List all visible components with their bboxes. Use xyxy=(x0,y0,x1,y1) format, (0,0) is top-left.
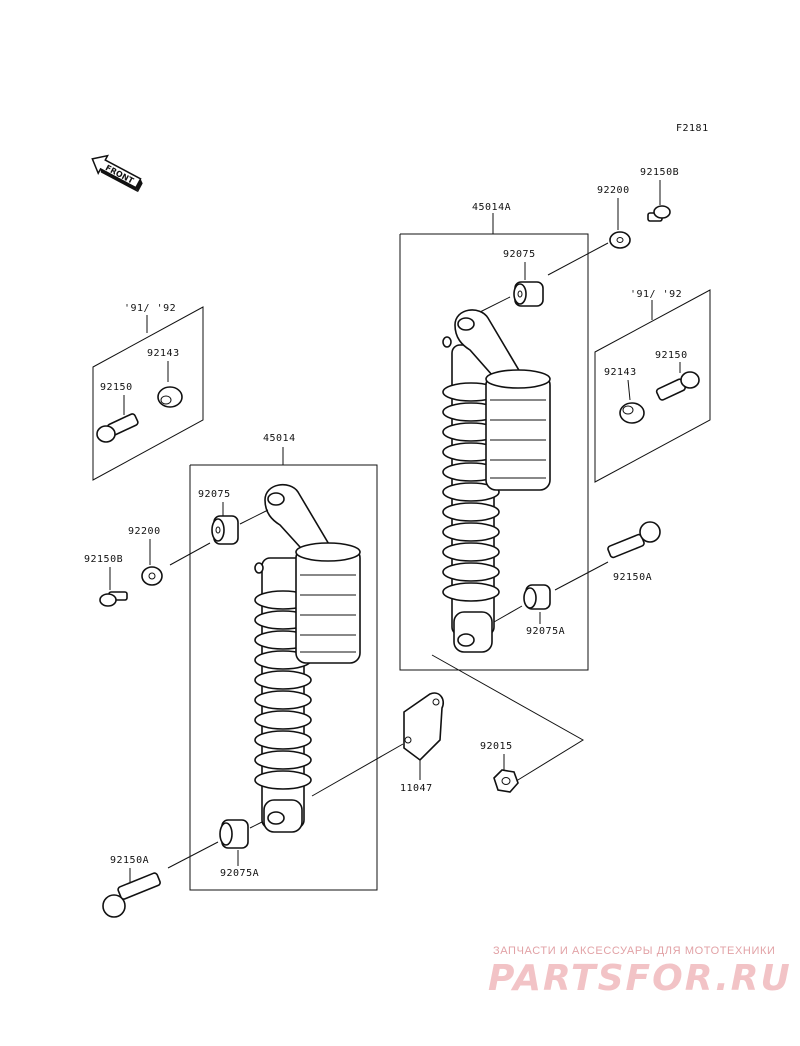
washer-92143-left xyxy=(157,386,183,408)
bolt-92150B-top xyxy=(647,205,671,222)
shock-absorber-45014 xyxy=(254,483,361,833)
washer-92200-top xyxy=(609,231,631,249)
label-92143-right: 92143 xyxy=(604,367,637,378)
washer-92200-left xyxy=(141,566,163,586)
box-year-right xyxy=(594,289,711,483)
label-92200-left: 92200 xyxy=(128,526,161,537)
label-92075A-left: 92075A xyxy=(220,868,259,879)
label-92200-top: 92200 xyxy=(597,185,630,196)
bushing-92075A-left xyxy=(219,819,249,849)
bolt-92150-left xyxy=(96,413,139,443)
bolt-92150-right xyxy=(655,371,700,401)
label-92015: 92015 xyxy=(480,741,513,752)
label-92143-left: 92143 xyxy=(147,348,180,359)
bushing-92075A-right xyxy=(523,584,551,610)
label-45014A: 45014A xyxy=(472,202,511,213)
bushing-92075-left xyxy=(211,515,239,545)
box-shock-45014A xyxy=(399,213,589,671)
label-year-right: '91/ '92 xyxy=(630,289,682,300)
label-92075-top: 92075 xyxy=(503,249,536,260)
label-year-left: '91/ '92 xyxy=(124,303,176,314)
bushing-92075-top xyxy=(513,281,544,307)
label-92150B-left: 92150B xyxy=(84,554,123,565)
box-shock-45014 xyxy=(189,447,378,891)
bracket-11047 xyxy=(403,692,445,762)
diagram-code: F2181 xyxy=(676,123,709,134)
watermark-logo: PARTSFOR.RU xyxy=(488,958,792,999)
spring-coils-rear xyxy=(442,382,500,602)
label-92150-right: 92150 xyxy=(655,350,688,361)
label-45014: 45014 xyxy=(263,433,296,444)
watermark-caption: ЗАПЧАСТИ И АКСЕССУАРЫ ДЛЯ МОТОТЕХНИКИ xyxy=(493,945,776,957)
front-arrow-icon: FRONT xyxy=(91,154,143,193)
nut-92015 xyxy=(493,769,519,793)
bolt-92150B-left xyxy=(99,591,128,607)
shock-absorber-45014A xyxy=(442,309,551,653)
bolt-92150A-right xyxy=(607,521,661,559)
label-92150-left: 92150 xyxy=(100,382,133,393)
label-11047: 11047 xyxy=(400,783,433,794)
label-92075A-right: 92075A xyxy=(526,626,565,637)
washer-92143-right xyxy=(619,402,645,424)
label-92075-left: 92075 xyxy=(198,489,231,500)
label-92150A-right: 92150A xyxy=(613,572,652,583)
bolt-92150A-left xyxy=(102,872,161,918)
box-year-left xyxy=(92,306,204,481)
label-92150B-top: 92150B xyxy=(640,167,679,178)
label-92150A-left: 92150A xyxy=(110,855,149,866)
